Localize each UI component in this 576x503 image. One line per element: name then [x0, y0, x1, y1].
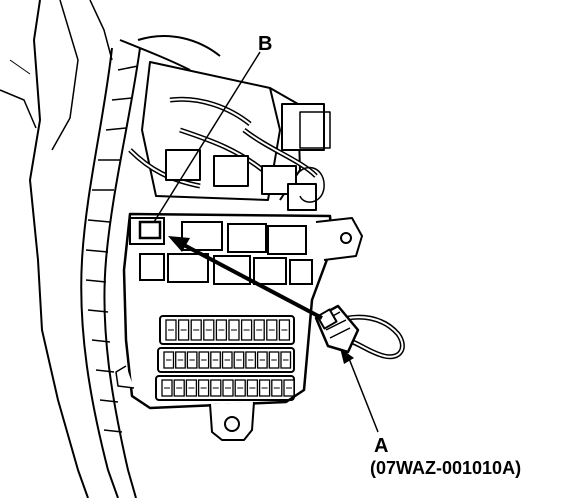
service-check-connector-a	[314, 304, 405, 360]
callout-a-label: A	[374, 435, 388, 457]
leader-lines	[153, 51, 379, 433]
upper-connectors	[128, 61, 331, 211]
dash-panel	[0, 0, 113, 499]
callout-b-label: B	[258, 33, 272, 55]
leader-arrowhead-a	[340, 348, 354, 364]
relay-row-second	[139, 253, 313, 285]
relay-row-top	[129, 217, 307, 255]
part-number-label: (07WAZ-001010A)	[370, 458, 521, 478]
insertion-arrow	[168, 236, 323, 320]
diagnostic-connector-socket-b	[138, 220, 162, 240]
fuse-slots	[161, 319, 295, 397]
wire-harness	[80, 35, 221, 499]
